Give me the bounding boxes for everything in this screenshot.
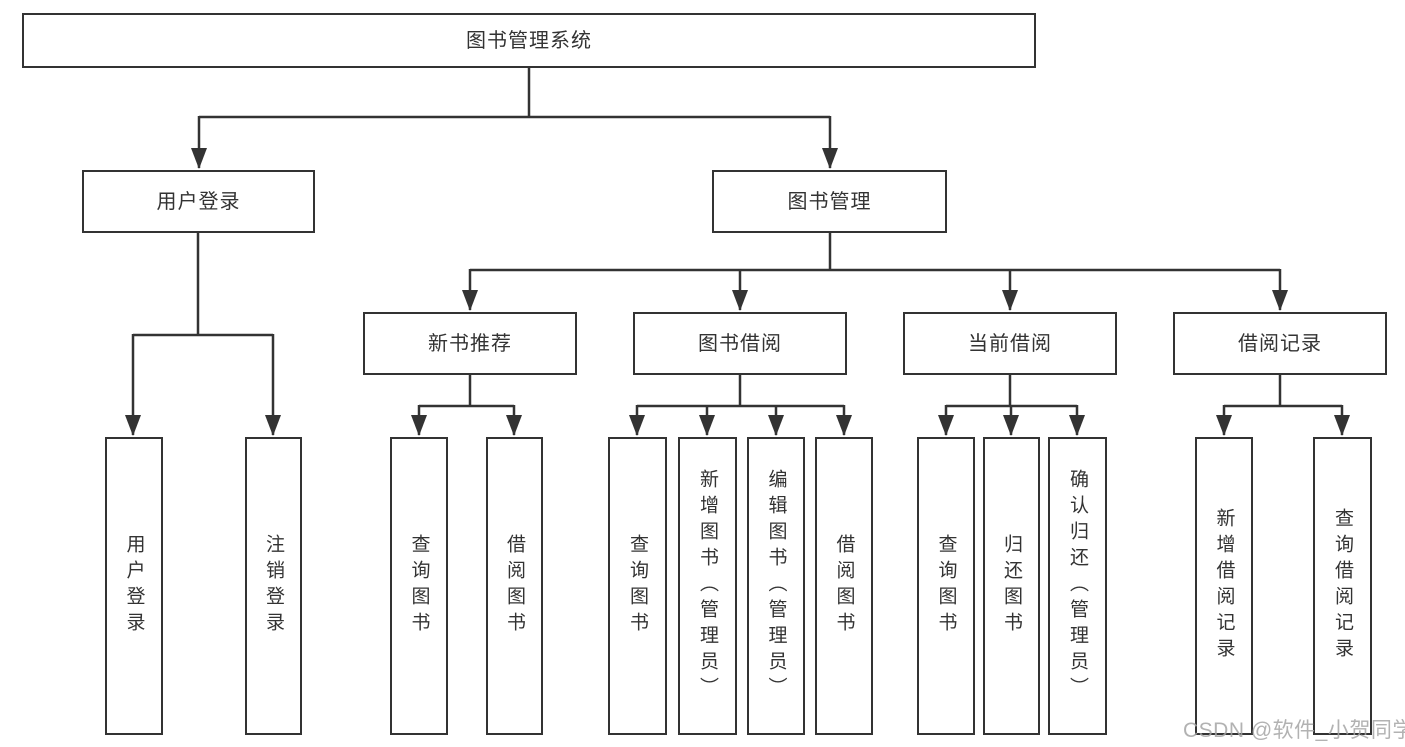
node-label: 借阅图书 (833, 534, 855, 638)
node-label: 当前借阅 (968, 332, 1052, 355)
node-new-book-recommend: 新书推荐 (363, 312, 577, 375)
node-label: 查询图书 (935, 534, 957, 638)
leaf-user-login: 用户登录 (105, 437, 163, 735)
node-label: 图书管理 (787, 190, 872, 213)
node-label: 注销登录 (263, 534, 284, 638)
node-book-management: 图书管理 (712, 170, 947, 233)
node-label: 用户登录 (123, 534, 145, 638)
node-root: 图书管理系统 (22, 13, 1036, 68)
leaf-query-books-current: 查询图书 (917, 437, 975, 735)
leaf-query-books-recommend: 查询图书 (390, 437, 448, 735)
leaf-query-books-borrow: 查询图书 (608, 437, 667, 735)
node-label: 图书借阅 (698, 332, 782, 355)
leaf-logout: 注销登录 (245, 437, 302, 735)
leaf-borrow-books-recommend: 借阅图书 (486, 437, 543, 735)
node-current-borrow: 当前借阅 (903, 312, 1117, 375)
node-label: 归还图书 (1001, 534, 1022, 638)
leaf-confirm-return-admin: 确认归还（管理员） (1048, 437, 1107, 735)
connector-book-borrow-to-leaves (629, 375, 852, 436)
watermark: CSDN @软件_小贺同学 (1183, 719, 1405, 742)
leaf-add-books-admin: 新增图书（管理员） (678, 437, 737, 735)
node-label: 查询图书 (627, 534, 648, 638)
node-label: 查询借阅记录 (1332, 508, 1353, 664)
connector-borrow-records-to-leaves (1216, 375, 1350, 436)
leaf-add-borrow-record: 新增借阅记录 (1195, 437, 1253, 735)
node-label: 编辑图书（管理员） (765, 469, 787, 703)
connector-new-book-recommend-to-leaves (411, 375, 522, 436)
node-label: 图书管理系统 (466, 29, 592, 52)
node-label: 借阅图书 (504, 534, 525, 638)
connector-current-borrow-to-leaves (938, 375, 1085, 436)
node-book-borrow: 图书借阅 (633, 312, 847, 375)
node-borrow-records: 借阅记录 (1173, 312, 1387, 375)
connector-book-management-to-level3 (462, 233, 1288, 311)
leaf-edit-books-admin: 编辑图书（管理员） (747, 437, 805, 735)
node-user-login: 用户登录 (82, 170, 315, 233)
node-label: 借阅记录 (1238, 332, 1322, 355)
node-label: 新增借阅记录 (1213, 508, 1235, 664)
connector-user-login-to-leaves (125, 233, 281, 436)
leaf-borrow-books: 借阅图书 (815, 437, 873, 735)
node-label: 新增图书（管理员） (697, 469, 718, 703)
connector-root-to-level2 (191, 68, 838, 169)
node-label: 查询图书 (408, 534, 430, 638)
node-label: 用户登录 (156, 190, 241, 213)
leaf-query-borrow-record: 查询借阅记录 (1313, 437, 1372, 735)
node-label: 确认归还（管理员） (1067, 469, 1088, 703)
node-label: 新书推荐 (428, 332, 512, 355)
leaf-return-books: 归还图书 (983, 437, 1040, 735)
